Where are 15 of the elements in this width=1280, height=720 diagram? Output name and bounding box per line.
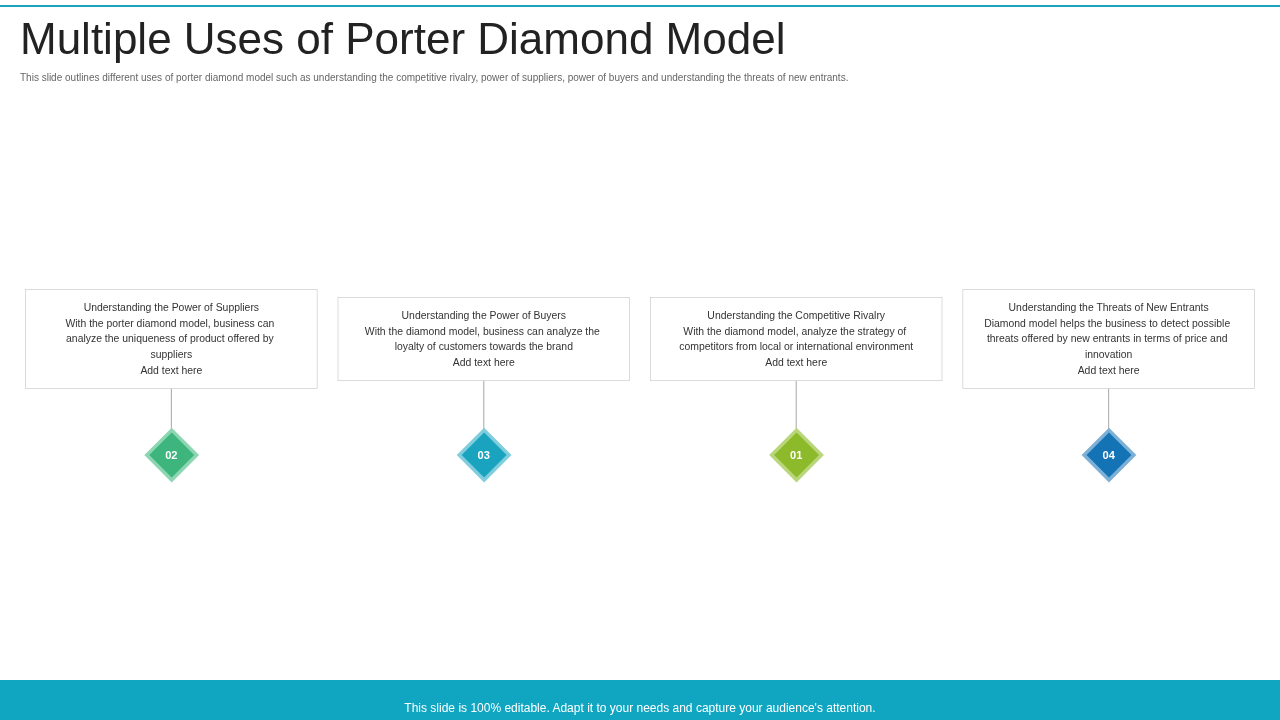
node-diamond: 04 xyxy=(1081,427,1137,483)
node-box: Understanding the Threats of New Entrants Diamond model helps the business to detect possible threats offered by new entrants in terms of price and innovation Add text here xyxy=(962,289,1255,390)
connector xyxy=(170,388,172,431)
footer-note: This slide is 100% editable. Adapt it to your needs and capture your audience's attention. xyxy=(0,680,1280,720)
slide-title: Multiple Uses of Porter Diamond Model xyxy=(20,14,786,64)
subtitle-text: This slide outlines different uses of porter diamond model such as understanding the competitive rivalry, power of suppliers, power of buyers and understanding the threats of new entrants. xyxy=(20,72,849,83)
node-diamond: 01 xyxy=(769,427,824,483)
connector xyxy=(795,380,797,431)
node-box: Understanding the Power of Buyers With the diamond model, business can analyze the loyalty of customers towards the brand Add text here xyxy=(337,297,630,382)
node-diamond: 03 xyxy=(456,427,512,483)
connector xyxy=(1108,388,1110,431)
node-box: Understanding the Competitive Rivalry With the diamond model, analyze the strategy of competitors from local or international environment Add text here xyxy=(650,297,943,382)
connector xyxy=(483,380,485,431)
node-diamond: 02 xyxy=(144,427,200,483)
node-box: Understanding the Power of Suppliers With the porter diamond model, business can analyze the uniqueness of product offered by suppliers Add text here xyxy=(25,289,318,390)
